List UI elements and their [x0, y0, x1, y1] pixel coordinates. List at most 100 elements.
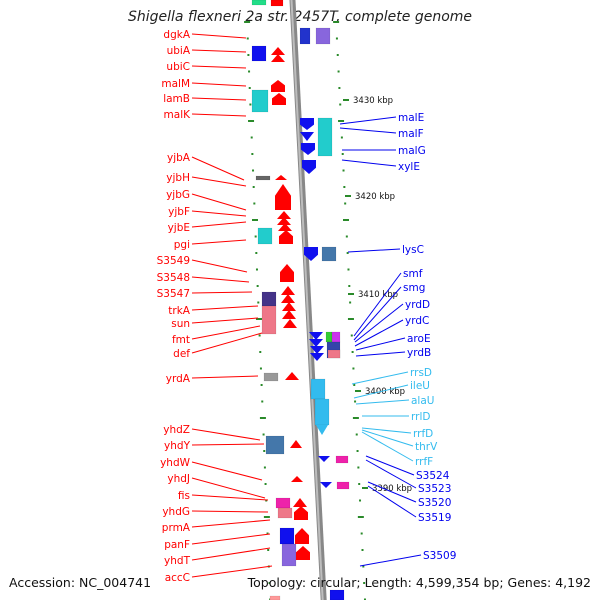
- left-leader-line: [191, 113, 247, 117]
- gene-block: [263, 372, 279, 382]
- forward-gene-arrow: [271, 54, 285, 62]
- forward-gene-arrow: [281, 286, 295, 295]
- forward-gene-arrow: [291, 476, 303, 482]
- gene-block: [251, 89, 269, 113]
- left-leader-line: [191, 65, 247, 69]
- forward-gene-arrow: [282, 302, 296, 311]
- left-gene-label: fmt: [172, 334, 190, 346]
- forward-gene-arrow: [281, 294, 295, 303]
- left-gene-label: malK: [164, 109, 192, 121]
- left-gene-label: yrdA: [166, 373, 191, 385]
- right-gene-label: smg: [403, 282, 425, 294]
- left-gene-label: trkA: [168, 305, 191, 317]
- left-leader-line: [191, 375, 259, 379]
- forward-gene-arrow: [271, 47, 285, 55]
- gene-features: [251, 0, 350, 600]
- forward-gene-arrow: [278, 223, 292, 231]
- left-gene-label: fis: [178, 490, 190, 502]
- right-gene-label: S3520: [418, 497, 451, 509]
- right-gene-label: S3509: [423, 550, 456, 562]
- scale-label: 3420 kbp: [355, 192, 395, 202]
- forward-gene-arrow: [275, 184, 291, 210]
- left-label-leaders: dgkAubiAubiCmalMlamBmalKyjbAyjbHyjbGyjbF…: [157, 29, 273, 584]
- reverse-gene-arrow: [310, 353, 324, 361]
- scale-label: 3400 kbp: [365, 387, 405, 397]
- left-gene-label: malM: [161, 78, 190, 90]
- left-gene-label: S3548: [157, 272, 190, 284]
- right-gene-label: S3524: [416, 470, 450, 482]
- left-leader-line: [191, 239, 247, 245]
- forward-gene-arrow: [295, 528, 309, 544]
- right-leader-line: [365, 459, 417, 489]
- genome-backbone: [289, 0, 327, 600]
- left-gene-label: ubiC: [166, 61, 190, 73]
- left-leader-line: [191, 97, 247, 101]
- left-leader-line: [191, 82, 247, 87]
- left-gene-label: pgi: [174, 239, 190, 251]
- right-leader-line: [361, 431, 414, 462]
- right-gene-label: ileU: [410, 380, 430, 392]
- gene-block: [329, 589, 345, 600]
- left-leader-line: [191, 510, 269, 513]
- gene-block: [261, 291, 277, 307]
- left-leader-line: [191, 156, 245, 181]
- reverse-gene-arrow: [300, 132, 314, 141]
- reverse-gene-arrow: [318, 456, 330, 462]
- right-gene-label: xylE: [398, 161, 420, 173]
- right-leader-line: [341, 159, 397, 167]
- forward-gene-arrow: [277, 211, 291, 219]
- right-gene-label: smf: [403, 268, 423, 280]
- gene-block: [257, 227, 273, 245]
- gene-block: [255, 175, 271, 181]
- left-gene-label: yjbA: [167, 152, 191, 164]
- left-leader-line: [191, 443, 265, 446]
- right-leader-line: [339, 116, 397, 125]
- left-leader-line: [191, 477, 266, 499]
- right-gene-label: yrdD: [405, 299, 430, 311]
- left-gene-label: yjbE: [168, 222, 190, 234]
- left-gene-label: S3547: [157, 288, 190, 300]
- forward-gene-arrow: [275, 175, 287, 180]
- left-gene-label: yhdG: [162, 506, 190, 518]
- scale-label: 3390 kbp: [372, 484, 412, 494]
- forward-gene-arrow: [285, 372, 299, 380]
- gene-block: [277, 507, 293, 519]
- left-gene-label: panF: [164, 539, 190, 551]
- reverse-gene-arrow: [316, 425, 328, 435]
- left-leader-line: [191, 533, 271, 545]
- left-gene-label: yjbG: [166, 189, 190, 201]
- left-leader-line: [191, 221, 247, 228]
- gene-block: [310, 378, 326, 400]
- right-gene-label: S3523: [418, 483, 451, 495]
- right-leader-line: [365, 455, 415, 476]
- left-gene-label: ubiA: [167, 45, 191, 57]
- gene-block: [321, 246, 337, 262]
- gene-block: [261, 305, 277, 335]
- forward-gene-arrow: [294, 506, 308, 520]
- right-leader-line: [354, 319, 404, 347]
- right-gene-label: rrfD: [413, 428, 433, 440]
- right-leader-line: [355, 337, 406, 351]
- gene-block: [265, 435, 285, 455]
- forward-gene-arrow: [293, 498, 307, 507]
- forward-gene-arrow: [279, 230, 293, 244]
- forward-gene-arrow: [283, 319, 297, 328]
- right-leader-line: [355, 399, 410, 405]
- right-gene-label: lysC: [402, 244, 424, 256]
- left-leader-line: [191, 325, 261, 340]
- forward-gene-arrow: [272, 93, 286, 105]
- reverse-gene-arrow: [302, 160, 316, 174]
- forward-gene-arrow: [277, 217, 291, 225]
- left-leader-line: [191, 49, 247, 53]
- gene-block: [269, 595, 281, 600]
- left-leader-line: [191, 305, 259, 311]
- left-gene-label: def: [173, 348, 190, 360]
- left-leader-line: [191, 276, 250, 283]
- left-gene-label: yhdT: [164, 555, 191, 567]
- forward-gene-arrow: [290, 440, 302, 448]
- left-leader-line: [191, 317, 259, 324]
- right-gene-label: rrfF: [415, 456, 433, 468]
- right-leader-line: [355, 351, 406, 357]
